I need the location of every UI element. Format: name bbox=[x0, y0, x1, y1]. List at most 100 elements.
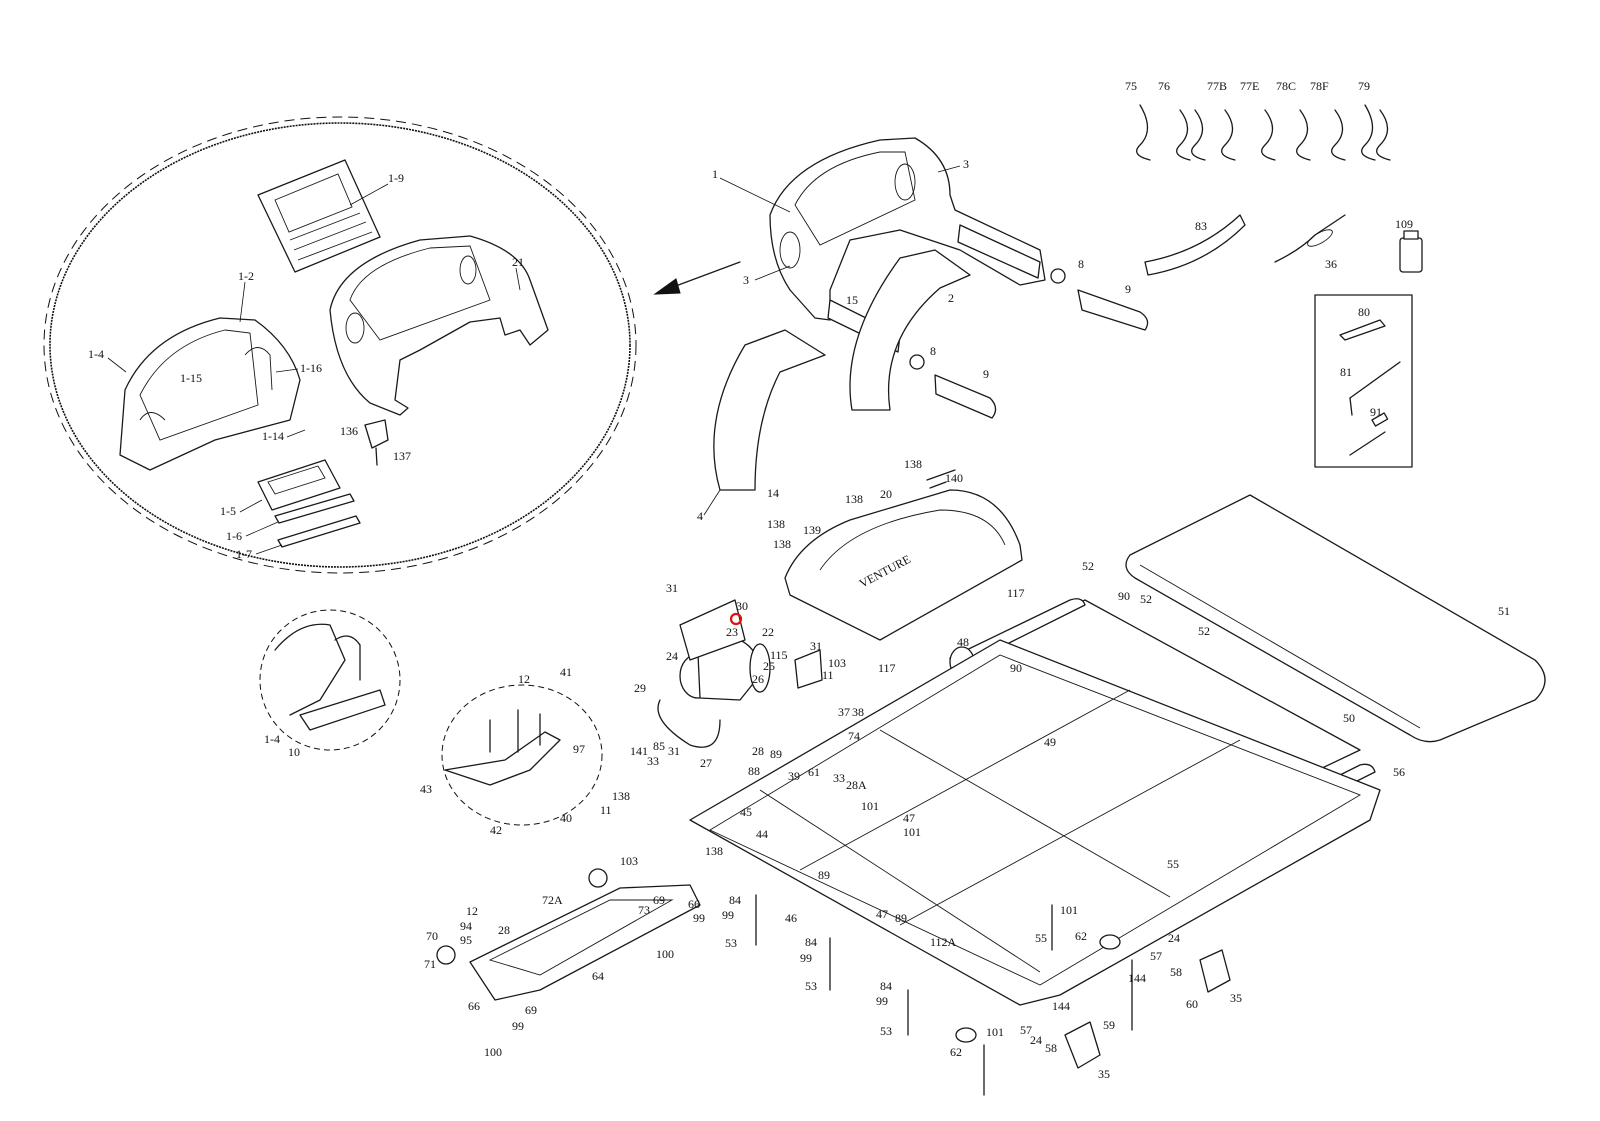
callout-94: 94 bbox=[460, 919, 472, 933]
callout-62: 62 bbox=[950, 1045, 962, 1059]
callout-79: 79 bbox=[1358, 79, 1370, 93]
callout-9: 9 bbox=[1125, 282, 1131, 296]
callout-84: 84 bbox=[729, 893, 741, 907]
callout-29: 29 bbox=[634, 681, 646, 695]
callout-8: 8 bbox=[930, 344, 936, 358]
keypad-part bbox=[257, 459, 361, 548]
tool-box: 80 81 91 bbox=[1314, 294, 1413, 468]
callout-9: 9 bbox=[983, 367, 989, 381]
callout-41: 41 bbox=[560, 665, 572, 679]
callout-52: 52 bbox=[1082, 559, 1094, 573]
callout-36: 36 bbox=[1325, 257, 1337, 271]
callout-97: 97 bbox=[573, 742, 585, 756]
callout-33: 33 bbox=[647, 754, 659, 768]
callout-71: 71 bbox=[424, 957, 436, 971]
callout-99: 99 bbox=[693, 911, 705, 925]
callout-27: 27 bbox=[700, 756, 712, 770]
hand-grip-part bbox=[934, 289, 1149, 419]
callout-70: 70 bbox=[426, 929, 438, 943]
callout-24: 24 bbox=[1168, 931, 1180, 945]
callout-14: 14 bbox=[767, 486, 779, 500]
hood-callouts: 20 138 140 138 139 138 138 117 117 bbox=[767, 457, 1025, 675]
callout-37: 37 bbox=[838, 705, 850, 719]
callout-10: 10 bbox=[288, 745, 300, 759]
callout-80: 80 bbox=[1358, 305, 1370, 319]
callout-4: 4 bbox=[697, 509, 703, 523]
callout-22: 22 bbox=[762, 625, 774, 639]
callout-24: 24 bbox=[1030, 1033, 1042, 1047]
treadmill-frame bbox=[436, 494, 1546, 1096]
callout-23: 23 bbox=[726, 625, 738, 639]
callout-42: 42 bbox=[490, 823, 502, 837]
callout-1: 1 bbox=[712, 167, 718, 181]
callout-28: 28 bbox=[498, 923, 510, 937]
callout-112A: 112A bbox=[930, 935, 957, 949]
callout-26: 26 bbox=[752, 672, 764, 686]
callout-69: 69 bbox=[525, 1003, 537, 1017]
callout-109: 109 bbox=[1395, 217, 1413, 231]
callout-15: 15 bbox=[846, 293, 858, 307]
callout-31: 31 bbox=[810, 639, 822, 653]
callout-1-14: 1-14 bbox=[262, 429, 284, 443]
callout-61: 61 bbox=[808, 765, 820, 779]
callout-47: 47 bbox=[903, 811, 915, 825]
callout-90: 90 bbox=[1010, 661, 1022, 675]
console-cover-part bbox=[119, 317, 301, 471]
callout-66: 66 bbox=[688, 897, 700, 911]
inset-console-callouts: 1-9 21 1-2 1-4 1-16 1-15 1-14 136 137 1-… bbox=[88, 171, 524, 561]
frame-callouts: 52 90 52 52 51 48 90 49 50 56 55 55 31 3… bbox=[424, 559, 1510, 1081]
callout-43: 43 bbox=[420, 782, 432, 796]
console-housing-part bbox=[329, 235, 549, 416]
wire-harness-group: 75 76 77B 77E 78C 78F 79 bbox=[1125, 79, 1391, 161]
callout-39: 39 bbox=[788, 769, 800, 783]
callout-30: 30 bbox=[736, 599, 748, 613]
callout-78F: 78F bbox=[1310, 79, 1329, 93]
motor-hood-part: VENTURE 20 138 140 138 139 138 138 117 1… bbox=[767, 457, 1025, 675]
callout-55: 55 bbox=[1167, 857, 1179, 871]
callout-59: 59 bbox=[1103, 1018, 1115, 1032]
callout-21: 21 bbox=[512, 255, 524, 269]
callout-103: 103 bbox=[828, 656, 846, 670]
callout-81: 81 bbox=[1340, 365, 1352, 379]
callout-99: 99 bbox=[800, 951, 812, 965]
main-console-assembly bbox=[703, 137, 1149, 516]
callout-144: 144 bbox=[1052, 999, 1070, 1013]
callout-47: 47 bbox=[876, 907, 888, 921]
callout-101: 101 bbox=[986, 1025, 1004, 1039]
callout-77B: 77B bbox=[1207, 79, 1227, 93]
callout-53: 53 bbox=[805, 979, 817, 993]
callout-78C: 78C bbox=[1276, 79, 1296, 93]
callout-101: 101 bbox=[1060, 903, 1078, 917]
callout-38: 38 bbox=[852, 705, 864, 719]
callout-35: 35 bbox=[1098, 1067, 1110, 1081]
callout-53: 53 bbox=[725, 936, 737, 950]
callout-8: 8 bbox=[1078, 257, 1084, 271]
callout-55: 55 bbox=[1035, 931, 1047, 945]
callout-28A: 28A bbox=[846, 778, 867, 792]
highlight-marker-30 bbox=[729, 612, 743, 626]
callout-1-4: 1-4 bbox=[88, 347, 104, 361]
callout-138: 138 bbox=[845, 492, 863, 506]
callout-53: 53 bbox=[880, 1024, 892, 1038]
callout-84: 84 bbox=[805, 935, 817, 949]
callout-144: 144 bbox=[1128, 971, 1146, 985]
callout-45: 45 bbox=[740, 805, 752, 819]
callout-20: 20 bbox=[880, 487, 892, 501]
callout-64: 64 bbox=[592, 969, 604, 983]
callout-56: 56 bbox=[1393, 765, 1405, 779]
callout-35: 35 bbox=[1230, 991, 1242, 1005]
callout-69: 69 bbox=[653, 893, 665, 907]
running-belt-part bbox=[1125, 494, 1546, 743]
callout-88: 88 bbox=[748, 764, 760, 778]
callout-137: 137 bbox=[393, 449, 411, 463]
callout-139: 139 bbox=[803, 523, 821, 537]
callout-51: 51 bbox=[1498, 604, 1510, 618]
callout-12: 12 bbox=[518, 672, 530, 686]
callout-115: 115 bbox=[770, 648, 788, 662]
rear-end-cap-part bbox=[1064, 1021, 1101, 1069]
console-detail-inset: 1-9 21 1-2 1-4 1-16 1-15 1-14 136 137 1-… bbox=[43, 116, 637, 574]
callout-72A: 72A bbox=[542, 893, 563, 907]
console-knob-part bbox=[364, 419, 389, 466]
callout-138: 138 bbox=[612, 789, 630, 803]
callout-76: 76 bbox=[1158, 79, 1170, 93]
